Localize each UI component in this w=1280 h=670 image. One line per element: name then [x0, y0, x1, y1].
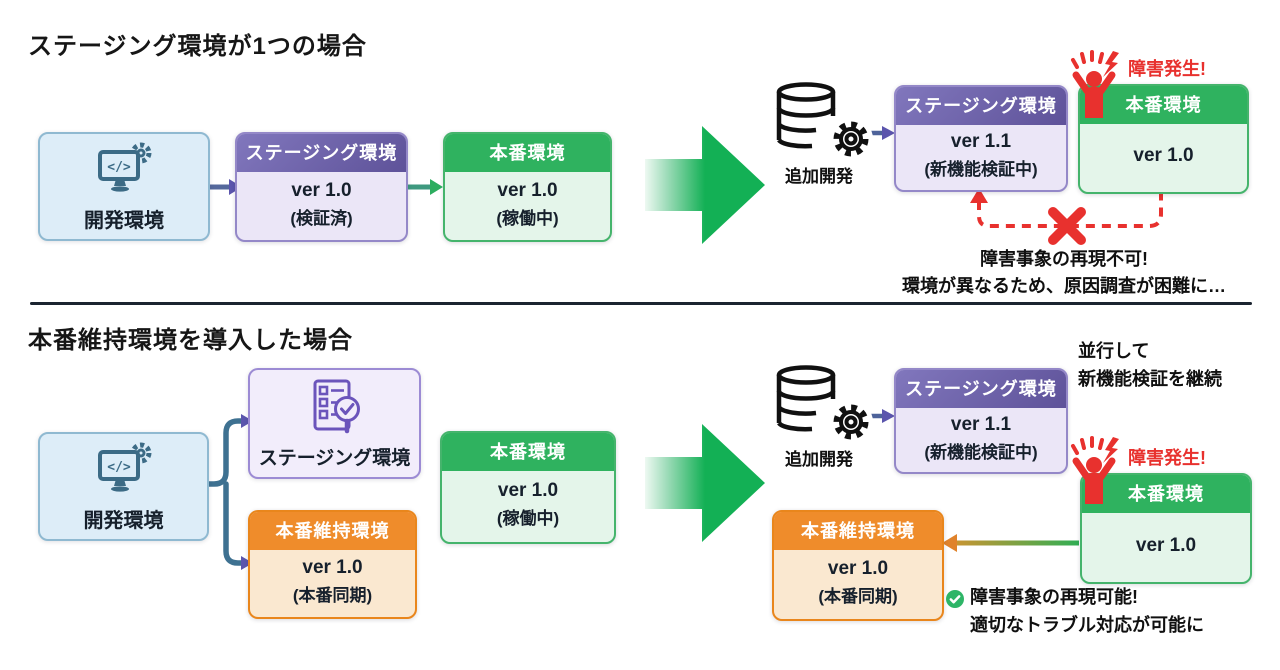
staging-box-1: ステージング環境 ver 1.0 (検証済) — [235, 132, 408, 242]
parallel-note-line1: 並行して — [1078, 341, 1150, 361]
staging-icon-box: ステージング環境 — [248, 368, 421, 479]
staging-after-box-2-version: ver 1.1 — [950, 413, 1012, 435]
production-after-box-2-version: ver 1.0 — [1135, 534, 1197, 556]
database-gear-icon — [776, 82, 873, 161]
checklist-magnifier-icon — [313, 379, 360, 433]
staging-box-1-header: ステージング環境 — [237, 134, 406, 172]
alert-person-icon — [1071, 50, 1119, 118]
production-box-2-version: ver 1.0 — [497, 480, 559, 501]
production-box-2-note: (稼働中) — [496, 509, 560, 528]
parallel-note: 並行して 新機能検証を継続 — [1078, 337, 1222, 393]
maintain-after-box-version: ver 1.0 — [827, 558, 889, 579]
maintain-after-box-header: 本番維持環境 — [774, 512, 942, 550]
maintain-box-1-version: ver 1.0 — [302, 557, 363, 578]
staging-after-box-1-header: ステージング環境 — [896, 87, 1066, 125]
production-after-box-2-header: 本番環境 — [1082, 475, 1250, 513]
production-after-box-1: 本番環境 ver 1.0 — [1078, 84, 1249, 194]
dev-environment-box-1: </> 開発環境 — [38, 132, 210, 241]
staging-after-box-1-version: ver 1.1 — [950, 131, 1012, 152]
caption-1: 障害事象の再現不可! 環境が異なるため、原因調査が困難に… — [868, 246, 1260, 300]
production-after-box-2: 本番環境 ver 1.0 — [1080, 473, 1252, 584]
dev-environment-label: 開発環境 — [83, 509, 164, 532]
staging-box-1-version: ver 1.0 — [291, 179, 352, 201]
production-after-box-1-header: 本番環境 — [1080, 86, 1247, 124]
additional-dev-label: 追加開発 — [785, 450, 853, 469]
production-box-1-header: 本番環境 — [445, 134, 610, 172]
dev-environment-label: 開発環境 — [84, 209, 164, 232]
production-box-1-note: (稼働中) — [496, 208, 559, 228]
caption-2-line1: 障害事象の再現可能! — [970, 587, 1138, 607]
section-divider — [30, 302, 1252, 305]
arrow-staging-to-production-1 — [407, 179, 443, 195]
production-box-2-header: 本番環境 — [442, 433, 614, 471]
x-mark-icon — [1048, 207, 1086, 245]
arrow-production-to-maintain — [942, 534, 1079, 552]
big-arrow-icon — [645, 424, 765, 542]
section1-title: ステージング環境が1つの場合 — [28, 33, 367, 60]
production-after-box-1-version: ver 1.0 — [1133, 145, 1194, 166]
maintain-after-box: 本番維持環境 ver 1.0 (本番同期) — [772, 510, 944, 621]
svg-text:</>: </> — [107, 460, 131, 475]
caption-2: 障害事象の再現可能! 適切なトラブル対応が可能に — [970, 583, 1204, 639]
big-arrow-icon — [645, 126, 765, 244]
maintain-box-1-header: 本番維持環境 — [250, 512, 415, 550]
staging-icon-box-label: ステージング環境 — [258, 447, 411, 469]
maintain-box-1: 本番維持環境 ver 1.0 (本番同期) — [248, 510, 417, 619]
svg-text:</>: </> — [107, 160, 131, 175]
maintain-after-box-note: (本番同期) — [818, 587, 898, 606]
monitor-code-gear-icon: </> — [97, 442, 151, 492]
staging-after-box-2-header: ステージング環境 — [896, 370, 1066, 408]
check-circle-icon — [946, 590, 964, 608]
maintain-box-1-note: (本番同期) — [292, 586, 373, 605]
staging-after-box-2: ステージング環境 ver 1.1 (新機能検証中) — [894, 368, 1068, 474]
production-box-1: 本番環境 ver 1.0 (稼働中) — [443, 132, 612, 242]
incident-label-1: 障害発生! — [1128, 59, 1206, 79]
incident-label-2: 障害発生! — [1128, 448, 1206, 468]
database-gear-icon — [776, 365, 873, 444]
staging-after-box-2-note: (新機能検証中) — [924, 442, 1038, 462]
production-box-1-version: ver 1.0 — [497, 179, 558, 201]
monitor-code-gear-icon: </> — [98, 142, 152, 192]
dashed-x-connector — [970, 188, 1163, 245]
branch-connector — [202, 414, 253, 570]
caption-2-line2: 適切なトラブル対応が可能に — [970, 615, 1204, 635]
alert-person-icon — [1071, 436, 1119, 504]
dev-environment-box-2: </> 開発環境 — [38, 432, 209, 541]
caption-1-line1: 障害事象の再現不可! — [980, 249, 1148, 269]
staging-after-box-1: ステージング環境 ver 1.1 (新機能検証中) — [894, 85, 1068, 192]
additional-dev-label: 追加開発 — [785, 167, 853, 186]
parallel-note-line2: 新機能検証を継続 — [1078, 369, 1222, 389]
section2-title: 本番維持環境を導入した場合 — [28, 327, 353, 354]
caption-1-line2: 環境が異なるため、原因調査が困難に… — [902, 276, 1226, 296]
staging-box-1-note: (検証済) — [290, 208, 353, 228]
production-box-2: 本番環境 ver 1.0 (稼働中) — [440, 431, 616, 544]
staging-after-box-1-note: (新機能検証中) — [924, 160, 1038, 179]
